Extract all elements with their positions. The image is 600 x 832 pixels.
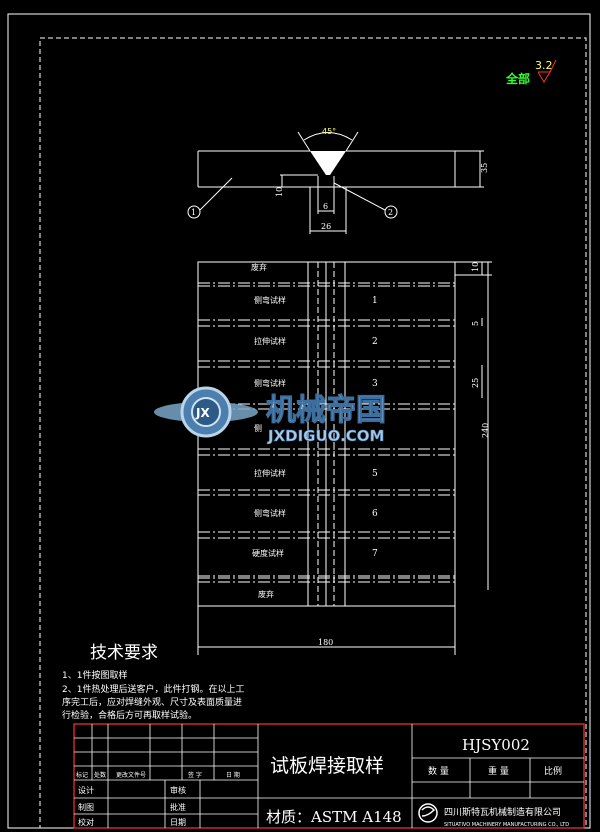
qty-label: 数 量 — [428, 765, 449, 777]
bevel-angle: 45° — [322, 127, 336, 136]
rev-count: 处数 — [94, 771, 106, 779]
tech-line-4: 行检验，合格后方可再取样试验。 — [62, 709, 197, 721]
company-logo-icon — [418, 803, 438, 823]
part-balloon-1 — [187, 205, 201, 219]
company-name: 四川斯特瓦机械制造有限公司 — [444, 806, 561, 818]
strip-label-6: 拉伸试样 — [254, 468, 286, 478]
strip-number-7: 6 — [372, 509, 378, 519]
dim-240: 240 — [481, 423, 490, 438]
part-2: 2 — [388, 208, 393, 217]
watermark-en: JXDIGUO.COM — [267, 427, 384, 445]
strip-label-8: 硬度试样 — [252, 548, 284, 558]
tb-review: 审核 — [170, 785, 186, 795]
strip-label-9: 废弃 — [258, 589, 274, 599]
dim-25: 25 — [471, 378, 480, 388]
strip-number-4: 3 — [372, 379, 378, 389]
part-balloon-2 — [384, 205, 398, 219]
dim-180: 180 — [318, 638, 333, 647]
strip-number-8: 7 — [372, 549, 378, 559]
material: 材质：ASTM A148 — [266, 808, 402, 826]
plate-section: 45° 6 26 10 35 1 2 — [187, 127, 489, 234]
strip-number-2: 1 — [372, 296, 378, 306]
weld-groove — [310, 151, 346, 175]
rev-mark: 标记 — [76, 771, 88, 779]
width-dim: 26 — [321, 222, 331, 231]
strip-label-3: 拉伸试样 — [254, 336, 286, 346]
gap-dim: 6 — [323, 202, 328, 211]
drawing-title: 试板焊接取样 — [270, 755, 384, 777]
tb-design: 设计 — [78, 785, 94, 795]
title-block: 标记 处数 更改文件号 签 字 日 期 设计 制图 校对 审核 批准 日期 试板… — [73, 723, 585, 829]
roughness-symbol — [537, 71, 551, 83]
strip-label-2: 侧弯试样 — [254, 295, 286, 305]
rev-date: 日 期 — [226, 771, 240, 779]
watermark-cn: 机械帝国 — [266, 393, 386, 428]
roughness-value: 3.2 — [535, 59, 553, 72]
tech-line-3: 序完工后，应对焊缝外观、尺寸及表面质量进 — [62, 696, 242, 708]
roughness-tail — [549, 59, 557, 73]
root-dim: 10 — [275, 187, 284, 197]
company-en: SITUATIVO MACHINERY MANUFACTURING CO., L… — [444, 822, 569, 828]
watermark: JX 机械帝国 JXDIGUO.COM — [154, 386, 387, 445]
scale-label: 比例 — [544, 765, 562, 777]
part-1: 1 — [191, 208, 196, 217]
thickness-dim: 35 — [480, 163, 489, 173]
tb-draw: 制图 — [78, 802, 94, 812]
rev-doc: 更改文件号 — [116, 771, 146, 779]
tech-line-1: 1、1件按图取样 — [62, 669, 127, 681]
tb-approve: 批准 — [170, 802, 186, 812]
tb-date: 日期 — [170, 818, 186, 827]
strip-label-1: 废弃 — [251, 262, 267, 272]
strip-number-3: 2 — [372, 337, 378, 347]
strip-label-7: 侧弯试样 — [254, 508, 286, 518]
weight-label: 重 量 — [488, 765, 509, 777]
watermark-logo: JX — [195, 406, 210, 420]
dim-10: 10 — [471, 262, 480, 272]
strip-label-5: 侧 — [254, 423, 262, 433]
title-block-frame — [73, 723, 585, 829]
tech-line-2: 2、1件热处理后送客户，此件打钢。在以上工 — [62, 683, 244, 695]
rev-sign: 签 字 — [188, 771, 202, 779]
strip-number-6: 5 — [372, 469, 378, 479]
strip-label-4: 侧弯试样 — [254, 378, 286, 388]
roughness-prefix: 全部 — [505, 71, 530, 86]
drawing-code: HJSY002 — [462, 736, 530, 754]
tech-title: 技术要求 — [90, 643, 158, 663]
tb-check: 校对 — [78, 817, 94, 827]
dim-5: 5 — [471, 321, 480, 326]
